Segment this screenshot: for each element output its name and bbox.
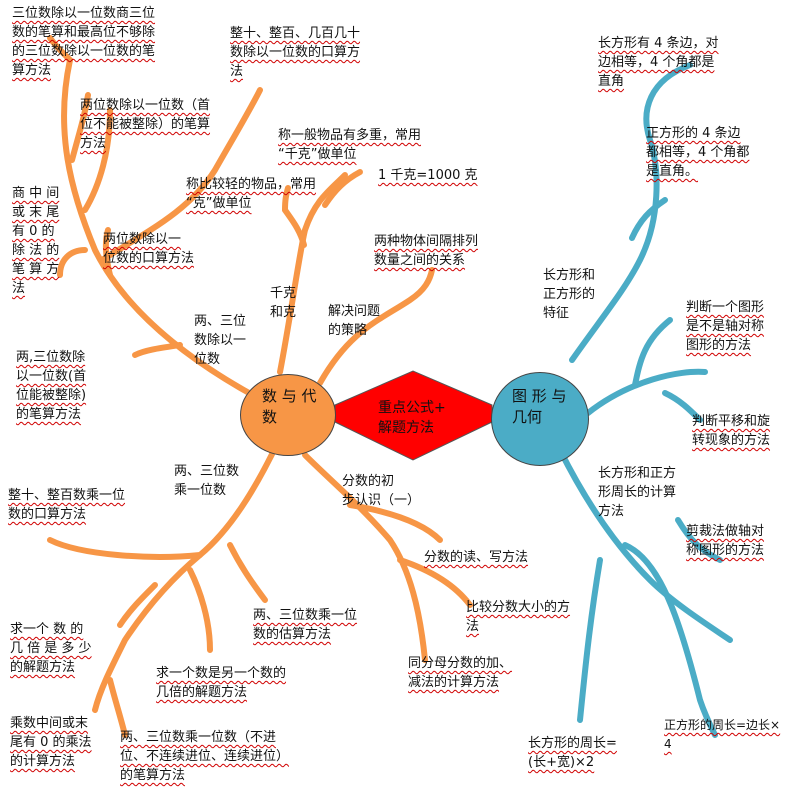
branch-line	[69, 92, 91, 163]
branch-line	[397, 557, 473, 608]
branch-line	[47, 537, 203, 560]
branch-line	[577, 557, 603, 723]
label-two-digit-div-written: 两位数除以一位数（首 位不能被整除）的笔算 方法	[80, 98, 211, 151]
branch-line	[622, 542, 718, 738]
branch-line	[117, 582, 158, 628]
label-interval: 两种物体间隔排列 数量之间的关系	[374, 234, 479, 268]
label-gram: 称比较轻的物品，常用 “克”做单位	[186, 177, 317, 211]
label-fraction-read-write: 分数的读、写方法	[424, 550, 529, 565]
branch-line	[662, 390, 703, 423]
label-two-three-div-written: 两,三位数除 以一位数(首 位能被整除) 的笔算方法	[16, 350, 87, 422]
left-branch-group	[47, 35, 473, 738]
branch-line	[557, 447, 733, 643]
label-translation-rotation: 判断平移和旋 转现象的方法	[692, 414, 771, 448]
branch-line	[302, 452, 428, 663]
label-tens-hundreds-div-oral: 整十、整百、几百几十 数除以一位数的口算方 法	[230, 26, 361, 79]
label-rect-square-features: 长方形和 正方形的 特征	[543, 268, 596, 321]
branch-line	[57, 247, 88, 278]
branch-line	[629, 197, 668, 241]
branch-line	[227, 542, 268, 603]
label-two-three-mul: 两、三位数 乘一位数	[174, 464, 240, 498]
label-quotient-zero: 商 中 间 或 末 尾 有 0 的 除 法 的 笔 算 方 法	[12, 186, 60, 296]
branch-line	[107, 677, 128, 738]
label-two-three-div: 两、三位 数除以一 位数	[194, 314, 247, 367]
branch-line	[132, 342, 183, 358]
geometry-node	[491, 372, 589, 466]
label-perimeter-method: 长方形和正方 形周长的计算 方法	[598, 466, 677, 519]
branch-line	[102, 227, 113, 278]
branch-line	[675, 517, 723, 563]
center-label: 重点公式+ 解题方法	[378, 400, 446, 436]
label-strategy: 解决问题 的策略	[328, 304, 381, 338]
label-multiple-of: 求一个 数 的 几 倍 是 多 少 的解题方法	[10, 622, 92, 675]
label-two-three-mul-estimate: 两、三位数乘一位 数的估算方法	[253, 608, 358, 642]
branch-line	[632, 317, 673, 388]
label-kilogram: 称一般物品有多重，常用 “千克”做单位	[278, 128, 422, 162]
label-kg-equals: 1 千克=1000 克	[378, 168, 478, 183]
branch-line	[61, 57, 261, 401]
label-compare-fraction: 比较分数大小的方 法	[466, 600, 571, 634]
math-algebra-label: 数 与 代 数	[262, 387, 317, 426]
right-branch-group	[557, 62, 733, 738]
label-kg-and-g: 千克 和克	[270, 286, 297, 320]
label-same-denominator: 同分母分数的加、 减法的计算方法	[408, 656, 513, 690]
math-algebra-node	[240, 374, 336, 456]
branch-line	[317, 267, 435, 386]
label-zero-middle-mul: 乘数中间或末 尾有 0 的乘法 的计算方法	[10, 716, 92, 769]
label-fraction-intro: 分数的初 步认识（一）	[342, 474, 421, 508]
branch-line	[585, 368, 708, 416]
branch-line	[569, 62, 693, 363]
label-three-digit-div-written: 三位数除以一位数商三位 数的笔算和最高位不够除 的三位数除以一位数的笔 算方法	[12, 6, 156, 78]
label-two-digit-div-oral: 两位数除以一 位数的口算方法	[103, 232, 195, 266]
branch-line	[282, 185, 291, 213]
label-rect-perimeter: 长方形的周长= (长+宽)×2	[528, 736, 617, 770]
label-times-of: 求一个数是另一个数的 几倍的解题方法	[156, 666, 287, 700]
branch-line	[282, 207, 307, 248]
label-square-sides: 正方形的 4 条边 都相等，4 个角都 是直角。	[646, 126, 750, 179]
geometry-label: 图 形 与 几何	[512, 387, 567, 426]
branch-line	[347, 502, 443, 543]
label-square-perimeter: 正方形的周长=边长× 4	[664, 718, 781, 751]
branch-line	[82, 107, 113, 213]
branch-line	[99, 87, 263, 263]
label-rectangle-sides: 长方形有 4 条边，对 边相等，4 个角都是 直角	[598, 36, 719, 89]
branch-line	[92, 439, 281, 713]
branch-line	[187, 567, 213, 653]
label-axis-symmetric: 判断一个图形 是不是轴对称 图形的方法	[686, 300, 765, 353]
branch-line	[322, 169, 363, 208]
label-mul-written: 两、三位数乘一位数（不进 位、不连续进位、连续进位） 的笔算方法	[120, 730, 290, 783]
branch-line	[47, 35, 73, 63]
label-cut-paper: 剪裁法做轴对 称图形的方法	[686, 524, 765, 558]
label-tens-hundreds-mul-oral: 整十、整百数乘一位 数的口算方法	[8, 488, 126, 522]
